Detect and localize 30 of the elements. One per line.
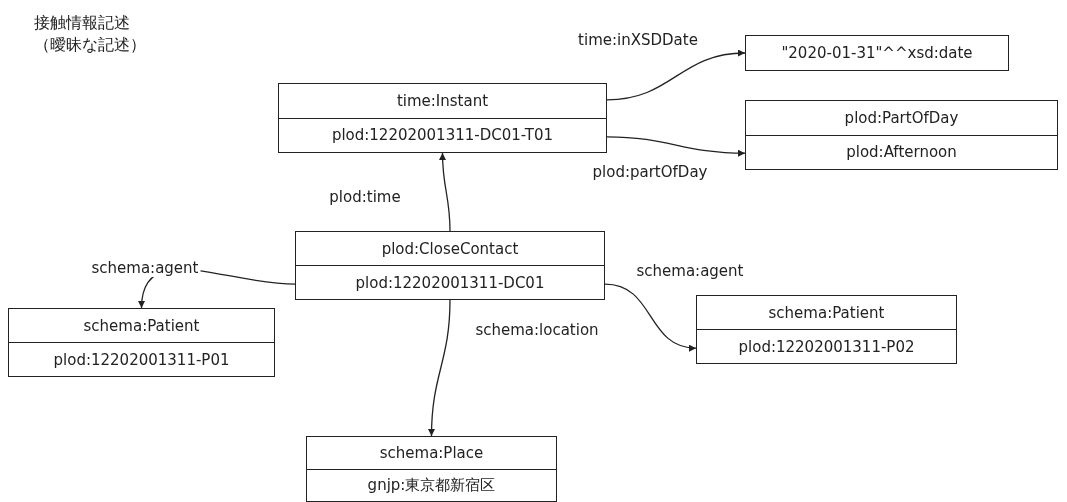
- instance-name: plod:12202001311-P01: [53, 350, 230, 369]
- class-name: schema:Place: [379, 443, 484, 462]
- resource-box: [278, 83, 607, 153]
- edge-label: schema:agent: [634, 262, 746, 280]
- resource-box: [696, 295, 957, 364]
- arrow: [439, 152, 451, 232]
- instance-name: plod:Afternoon: [846, 143, 957, 162]
- resource-box: [745, 35, 1009, 71]
- instance-name: plod:12202001311-DC01: [355, 273, 545, 292]
- class-name: "2020-01-31"^^xsd:date: [781, 44, 973, 62]
- edge-label: plod:partOfDay: [590, 163, 710, 181]
- arrow: [606, 49, 746, 101]
- class-name: plod:CloseContact: [381, 239, 519, 258]
- instance-name: plod:12202001311-P02: [738, 337, 915, 356]
- class-name: schema:Patient: [768, 303, 885, 322]
- class-name: plod:PartOfDay: [844, 108, 959, 127]
- resource-box: [306, 436, 557, 502]
- class-name: schema:Patient: [83, 316, 200, 335]
- edge-label: schema:agent: [89, 259, 201, 277]
- edge-label: plod:time: [327, 188, 403, 206]
- arrow: [604, 283, 697, 351]
- resource-box: [8, 308, 275, 377]
- resource-box: [295, 231, 605, 300]
- instance-name: gnjp:東京都新宿区: [367, 475, 496, 495]
- arrow: [428, 299, 451, 437]
- class-name: time:Instant: [396, 91, 489, 110]
- instance-name: plod:12202001311-DC01-T01: [331, 126, 554, 145]
- resource-box: [745, 100, 1058, 170]
- arrow: [606, 136, 746, 157]
- title: 接触情報記述（曖昧な記述）: [34, 12, 147, 56]
